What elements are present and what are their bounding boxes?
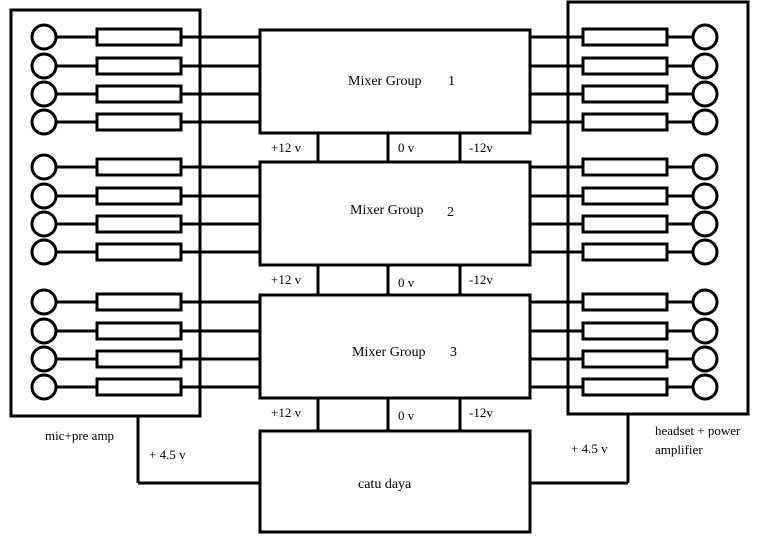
input-jack-g3-ch4 [30,373,58,401]
output-resistor-g2-ch3 [581,214,669,234]
input-jack-g1-ch4 [30,108,58,136]
power-supply-label: catu daya [358,477,412,492]
input-jack-g3-ch2 [30,317,58,345]
input-jack-g1-ch1 [30,23,58,51]
output-block-label-line1: headset + power [655,423,741,438]
input-resistor-g2-ch3 [95,214,183,234]
output-jack-g3-ch1 [691,288,719,316]
input-block-frame [9,8,202,418]
output-resistor-g2-ch2 [581,186,669,206]
wires [57,35,692,485]
input-resistor-g3-ch3 [95,349,183,369]
mixer-group-1-box [258,28,532,135]
rail-3-zero-label: 0 v [398,408,415,423]
output-resistor-g1-ch4 [581,112,669,132]
rail-1-positive-label: +12 v [271,140,302,155]
rail-1-negative-label: -12v [469,140,493,155]
output-jack-g2-ch4 [691,238,719,266]
input-jack-g2-ch3 [30,210,58,238]
mixer-3-number: 3 [450,345,457,360]
labels: Mixer Group 1 Mixer Group 2 Mixer Group … [45,74,741,492]
input-resistor-g3-ch4 [95,377,183,397]
input-jack-g2-ch2 [30,182,58,210]
mixer-1-label: Mixer Group [348,74,422,89]
input-resistor-g1-ch2 [95,56,183,76]
rail-2-negative-label: -12v [469,272,493,287]
rail-1-zero-label: 0 v [398,140,415,155]
output-jack-g1-ch3 [691,80,719,108]
output-resistor-g3-ch1 [581,292,669,312]
output-resistor-g3-ch3 [581,349,669,369]
mixer-group-3-box [258,293,532,400]
rail-2-zero-label: 0 v [398,275,415,290]
rail-3-negative-label: -12v [469,405,493,420]
output-block-frame [566,0,750,416]
output-jack-g1-ch2 [691,52,719,80]
rail-3-positive-label: +12 v [271,405,302,420]
input-jack-g3-ch1 [30,288,58,316]
output-jack-g2-ch1 [691,153,719,181]
input-jack-g2-ch1 [30,153,58,181]
output-jack-g3-ch4 [691,373,719,401]
input-jack-g3-ch3 [30,345,58,373]
input-block-label: mic+pre amp [45,428,114,443]
input-resistor-g1-ch3 [95,84,183,104]
output-jack-g2-ch2 [691,182,719,210]
input-jack-g1-ch2 [30,52,58,80]
mixer-group-2-box [258,160,532,267]
output-jack-g3-ch2 [691,317,719,345]
input-resistor-g3-ch2 [95,321,183,341]
mixer-2-number: 2 [447,205,454,220]
output-resistor-g3-ch2 [581,321,669,341]
right-voltage-label: + 4.5 v [571,441,608,456]
output-jack-g1-ch1 [691,23,719,51]
input-resistor-g1-ch1 [95,27,183,47]
rail-2-positive-label: +12 v [271,272,302,287]
output-resistor-g2-ch1 [581,157,669,177]
input-jack-g1-ch3 [30,80,58,108]
power-supply-box [258,429,532,534]
output-resistor-g3-ch4 [581,377,669,397]
input-resistor-g2-ch1 [95,157,183,177]
left-voltage-label: + 4.5 v [149,447,186,462]
output-block-label-line2: amplifier [655,442,703,457]
input-jack-g2-ch4 [30,238,58,266]
mixer-2-label: Mixer Group [350,203,424,218]
output-jack-g1-ch4 [691,108,719,136]
output-resistor-g1-ch3 [581,84,669,104]
output-jack-g2-ch3 [691,210,719,238]
output-jack-g3-ch3 [691,345,719,373]
output-resistor-g1-ch2 [581,56,669,76]
input-resistor-g2-ch2 [95,186,183,206]
mixer-1-number: 1 [448,74,455,89]
output-resistor-g1-ch1 [581,27,669,47]
input-resistor-g2-ch4 [95,242,183,262]
input-resistor-g3-ch1 [95,292,183,312]
blocks [9,0,750,534]
mixer-3-label: Mixer Group [352,345,426,360]
input-resistor-g1-ch4 [95,112,183,132]
output-resistor-g2-ch4 [581,242,669,262]
